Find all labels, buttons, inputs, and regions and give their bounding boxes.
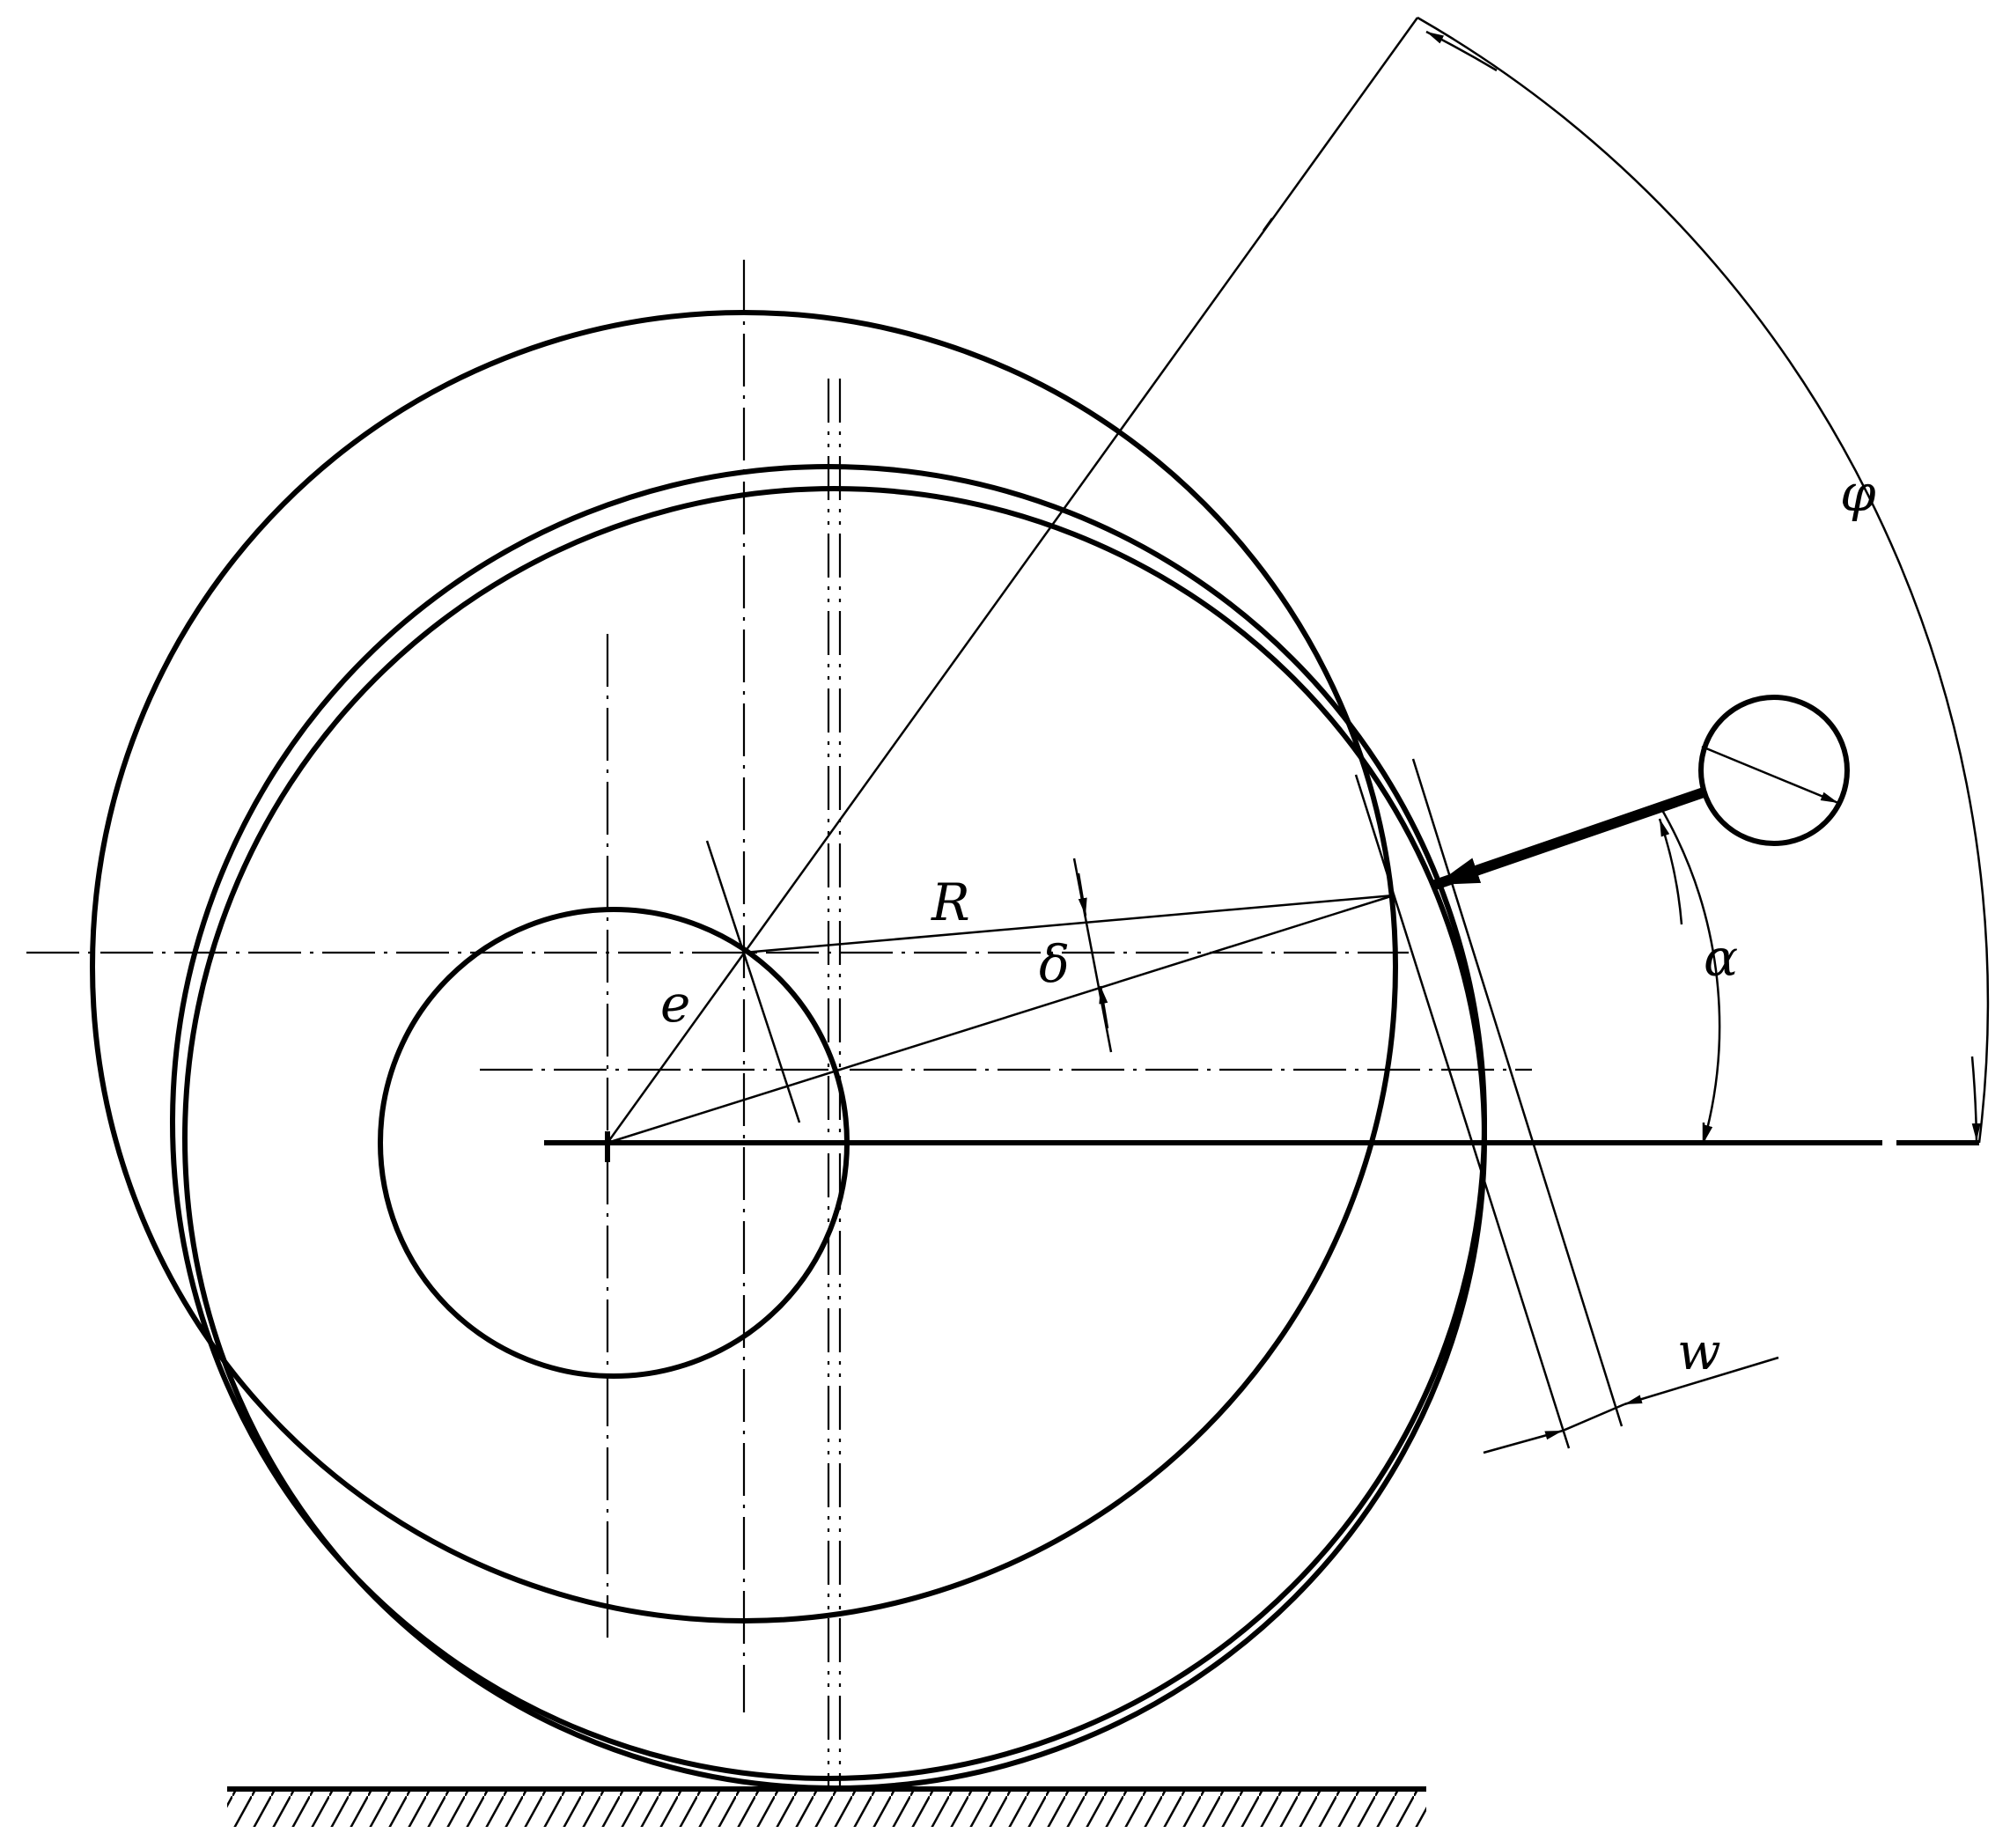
e-tangent-line — [705, 840, 801, 1123]
inner-circle — [182, 486, 1487, 1791]
delta-arrow-top — [1077, 872, 1087, 917]
phi-radial-line — [606, 17, 1419, 1144]
label-R: R — [931, 872, 970, 932]
line-break-gap — [1262, 217, 1274, 232]
alpha-arc — [1658, 805, 1721, 1144]
offset-line — [607, 894, 1395, 1145]
label-delta: δ — [1039, 934, 1070, 994]
label-e: e — [660, 974, 690, 1034]
delta-extension-line — [1072, 858, 1113, 1053]
roller-radius-arrow — [1701, 745, 1839, 805]
label-w: w — [1677, 1322, 1721, 1381]
phi-arc — [1417, 16, 1990, 1144]
roller-circle — [1698, 695, 1850, 846]
phi-arrow-bottom — [1970, 1056, 1981, 1142]
eccentric-circle — [378, 907, 850, 1379]
w-arrow-right — [1623, 1356, 1779, 1406]
ground-hatching — [227, 1792, 1426, 1827]
phi-arrow-top — [1425, 30, 1498, 72]
w-arrow-left — [1483, 1429, 1564, 1454]
w-tangent-line-a — [1354, 774, 1571, 1449]
radius-R-line — [743, 894, 1395, 954]
outer-circle — [90, 310, 1398, 1623]
label-alpha: α — [1704, 928, 1738, 988]
w-dimension-line — [1562, 1403, 1625, 1432]
alpha-arc-top-arrow — [1658, 818, 1683, 925]
force-arrow — [1433, 787, 1705, 890]
label-phi: φ — [1840, 463, 1876, 523]
delta-arrow-bottom — [1099, 985, 1109, 1029]
